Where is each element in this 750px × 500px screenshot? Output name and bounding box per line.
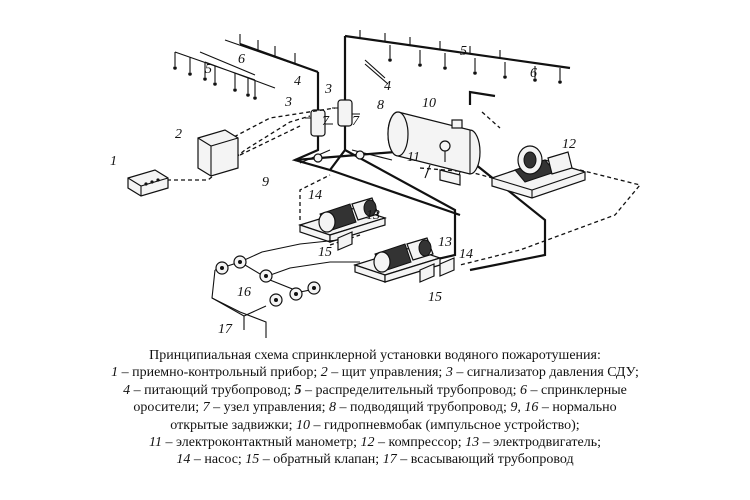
legend-number: 1: [111, 365, 119, 381]
legend-text: оросители;: [133, 400, 203, 416]
label-3-right: 3: [324, 82, 332, 97]
legend-text: – питающий трубопровод;: [130, 382, 295, 398]
legend-number: 5: [294, 382, 302, 398]
diagram-labels: 1 2 3 3 4 4 5 5 6 6 7 7 8 9 10 11 12 13 …: [110, 44, 576, 337]
label-4-right: 4: [384, 79, 391, 94]
receive-control-device: [127, 169, 169, 197]
legend-text: – гидропневмобак (импульсное устройство)…: [310, 417, 580, 433]
legend-text: – подводящий трубопровод;: [336, 400, 511, 416]
label-12: 12: [562, 137, 576, 152]
legend-text: – нормально: [538, 400, 617, 416]
compressor: [491, 145, 586, 199]
pump-unit-lower: [353, 237, 442, 283]
caption-line-3: оросители; 7 – узел управления; 8 – подв…: [40, 399, 710, 416]
legend-number: 2: [320, 365, 328, 381]
label-15-lower: 15: [428, 290, 442, 305]
legend-text: – всасывающий трубопровод: [396, 452, 574, 468]
check-valves: [337, 231, 455, 283]
legend-text: – электродвигатель;: [479, 435, 601, 451]
label-1: 1: [110, 154, 117, 169]
legend-number: 4: [123, 382, 131, 398]
legend-text: открытые задвижки;: [170, 417, 297, 433]
label-3-left: 3: [284, 95, 292, 110]
legend-number: 3: [445, 365, 453, 381]
legend-number: 7: [202, 400, 210, 416]
label-5-right: 5: [460, 44, 467, 59]
label-13-upper: 13: [366, 208, 380, 223]
label-6-right: 6: [530, 66, 537, 81]
caption-line-1: 1 – приемно-контрольный прибор; 2 – щит …: [40, 364, 710, 381]
label-16: 16: [237, 285, 251, 300]
figure-caption: Принципиальная схема спринклерной устано…: [40, 347, 710, 469]
legend-number: 17: [382, 452, 397, 468]
label-10: 10: [422, 96, 436, 111]
pressure-gauge: [439, 140, 451, 162]
label-5-left: 5: [205, 62, 212, 77]
control-panel: [197, 129, 239, 177]
label-14-upper: 14: [308, 188, 322, 203]
legend-text: – приемно-контрольный прибор;: [118, 365, 321, 381]
label-8: 8: [377, 98, 384, 113]
legend-text: – спринклерные: [527, 382, 627, 398]
label-9: 9: [262, 175, 269, 190]
label-14-lower: 14: [459, 247, 473, 262]
legend-number: 8: [329, 400, 337, 416]
legend-text: – компрессор;: [374, 435, 466, 451]
legend-number: 10: [296, 417, 311, 433]
right-distribution-network: [343, 30, 571, 118]
caption-line-2: 4 – питающий трубопровод; 5 – распредели…: [40, 382, 710, 399]
legend-number: 6: [520, 382, 528, 398]
caption-title: Принципиальная схема спринклерной устано…: [149, 348, 601, 363]
hydropneumatic-tank: [387, 111, 481, 186]
legend-number: 9, 16: [510, 400, 539, 416]
label-13-lower: 13: [438, 235, 452, 250]
pump-unit-upper: [298, 197, 387, 243]
suction-pipeline: [211, 239, 360, 338]
legend-number: 11: [149, 435, 162, 451]
label-6-left: 6: [238, 52, 245, 67]
legend-number: 12: [360, 435, 375, 451]
legend-text: – электроконтактный манометр;: [162, 435, 361, 451]
tank-hatch: [451, 119, 463, 129]
caption-line-4: открытые задвижки; 10 – гидропневмобак (…: [40, 417, 710, 434]
label-15-upper: 15: [318, 245, 332, 260]
label-2: 2: [175, 127, 182, 142]
legend-text: – распределительный трубопровод;: [301, 382, 521, 398]
control-valve-assemblies: [291, 99, 360, 172]
legend-text: – сигнализатор давления СДУ;: [452, 365, 639, 381]
label-4-left: 4: [294, 74, 301, 89]
legend-number: 14: [176, 452, 191, 468]
legend-number: 13: [465, 435, 480, 451]
control-unit-right: [337, 99, 353, 127]
legend-number: 15: [245, 452, 260, 468]
suction-valves: [215, 255, 321, 307]
label-7-left: 7: [322, 114, 330, 129]
label-17: 17: [218, 322, 233, 337]
legend-text: – щит управления;: [327, 365, 446, 381]
caption-line-6: 14 – насос; 15 – обратный клапан; 17 – в…: [40, 451, 710, 468]
sprinkler-scheme-drawing: 1 2 3 3 4 4 5 5 6 6 7 7 8 9 10 11 12 13 …: [110, 30, 642, 338]
legend-text: – узел управления;: [209, 400, 330, 416]
legend-text: – обратный клапан;: [259, 452, 383, 468]
label-7-right: 7: [352, 114, 360, 129]
legend-text: – насос;: [190, 452, 246, 468]
label-11: 11: [407, 150, 420, 165]
caption-line-5: 11 – электроконтактный манометр; 12 – ко…: [40, 434, 710, 451]
left-distribution-network: [173, 34, 320, 132]
